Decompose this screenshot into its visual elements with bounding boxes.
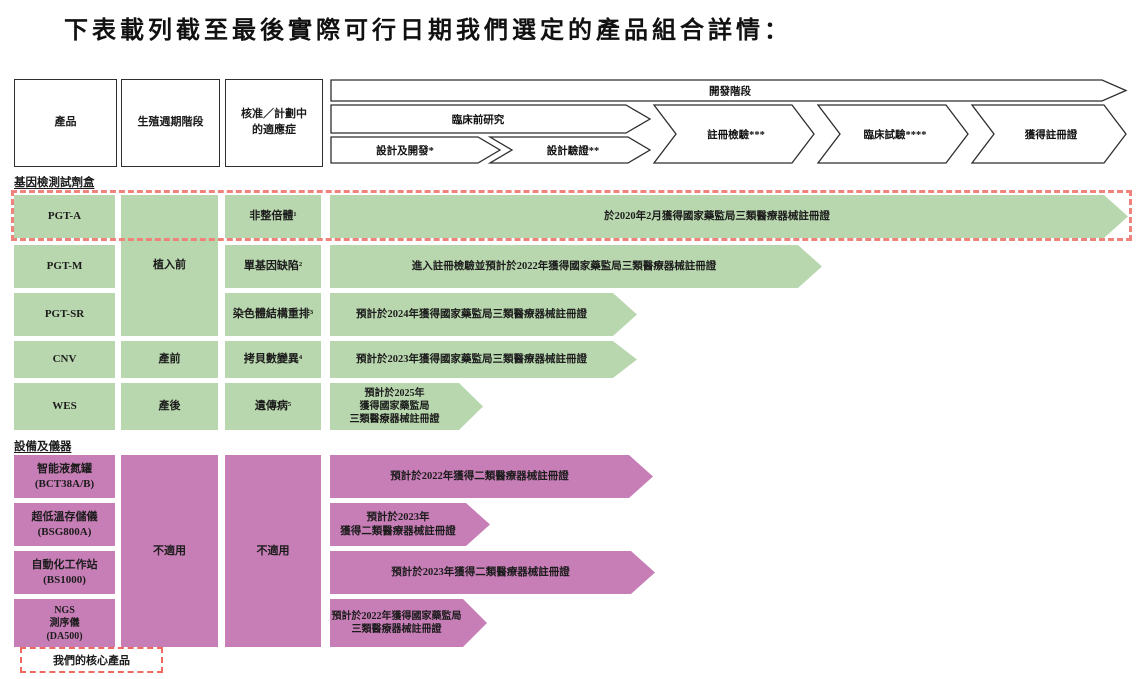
- stage-design-verify-label: 設計驗證**: [547, 144, 600, 157]
- cell-indication-genetic-disease: 遺傳病⁵: [225, 383, 321, 430]
- col-header-indication: 核准／計劃中 的適應症: [225, 79, 323, 167]
- cell-cycle-postnatal: 產後: [121, 383, 218, 430]
- cell-product-nitrogen-tank: 智能液氮罐 (BCT38A/B): [14, 455, 115, 498]
- stage-design-dev-arrow: [330, 136, 502, 164]
- section-label-gene-kits: 基因檢測試劑盒: [14, 177, 95, 189]
- col-header-product: 產品: [14, 79, 117, 167]
- status-arrow-ngs-sequencer: 預計於2022年獲得國家藥監局 三類醫療器械註冊證: [330, 599, 487, 647]
- stage-clinical-trial-label: 臨床試驗****: [864, 128, 927, 141]
- stage-banner-label: 開發階段: [709, 85, 751, 98]
- status-arrow-pgt-m: 進入註冊檢驗並預計於2022年獲得國家藥監局三類醫療器械註冊證: [330, 245, 822, 288]
- stage-certificate-arrow: [970, 104, 1127, 164]
- cell-product-cryo-storage: 超低溫存儲儀 (BSG800A): [14, 503, 115, 546]
- core-product-legend-label: 我們的核心產品: [53, 655, 130, 667]
- stage-banner-arrow: [330, 79, 1128, 102]
- stage-registration-test-label: 註冊檢驗***: [707, 128, 765, 141]
- section-label-equipment: 設備及儀器: [14, 441, 72, 453]
- status-arrow-cnv: 預計於2023年獲得國家藥監局三類醫療器械註冊證: [330, 341, 637, 378]
- stage-clinical-trial-arrow: [816, 104, 969, 164]
- core-product-legend: 我們的核心產品: [20, 647, 163, 673]
- status-arrow-pgt-a: 於2020年2月獲得國家藥監局三類醫療器械註冊證: [330, 195, 1128, 238]
- cell-product-workstation: 自動化工作站 (BS1000): [14, 551, 115, 594]
- page-title: 下表載列截至最後實際可行日期我們選定的產品組合詳情：: [64, 18, 792, 44]
- cell-product-wes: WES: [14, 383, 115, 430]
- cell-indication-monogenic: 單基因缺陷²: [225, 245, 321, 288]
- stage-preclinical-arrow: [330, 104, 652, 134]
- stage-preclinical-label: 臨床前研究: [452, 113, 505, 126]
- stage-registration-test-arrow: [652, 104, 815, 164]
- cell-product-pgt-m: PGT-M: [14, 245, 115, 288]
- cell-product-ngs-sequencer: NGS 測序儀 (DA500): [14, 599, 115, 647]
- cell-indication-rearrangement: 染色體結構重排³: [225, 293, 321, 336]
- cell-cycle-prenatal: 產前: [121, 341, 218, 378]
- cell-product-cnv: CNV: [14, 341, 115, 378]
- status-arrow-wes: 預計於2025年 獲得國家藥監局 三類醫療器械註冊證: [330, 383, 483, 430]
- col-header-cycle: 生殖週期階段: [121, 79, 220, 167]
- status-arrow-pgt-sr: 預計於2024年獲得國家藥監局三類醫療器械註冊證: [330, 293, 637, 336]
- cell-product-pgt-a: PGT-A: [14, 195, 115, 238]
- cell-indication-aneuploidy: 非整倍體¹: [225, 195, 321, 238]
- status-arrow-cryo-storage: 預計於2023年 獲得二類醫療器械註冊證: [330, 503, 490, 546]
- cell-cycle-pre-implantation: 植入前: [121, 195, 218, 336]
- stage-design-dev-label: 設計及開發*: [376, 144, 434, 157]
- development-stage-header: 開發階段 臨床前研究 設計及開發* 設計驗證** 註冊檢驗*** 臨床試驗***…: [330, 79, 1128, 164]
- stage-certificate-label: 獲得註冊證: [1025, 128, 1078, 141]
- cell-cycle-not-applicable: 不適用: [121, 455, 218, 647]
- cell-indication-not-applicable: 不適用: [225, 455, 321, 647]
- cell-product-pgt-sr: PGT-SR: [14, 293, 115, 336]
- cell-indication-cnv: 拷貝數變異⁴: [225, 341, 321, 378]
- stage-design-verify-arrow: [487, 136, 652, 164]
- status-arrow-workstation: 預計於2023年獲得二類醫療器械註冊證: [330, 551, 655, 594]
- status-arrow-nitrogen-tank: 預計於2022年獲得二類醫療器械註冊證: [330, 455, 653, 498]
